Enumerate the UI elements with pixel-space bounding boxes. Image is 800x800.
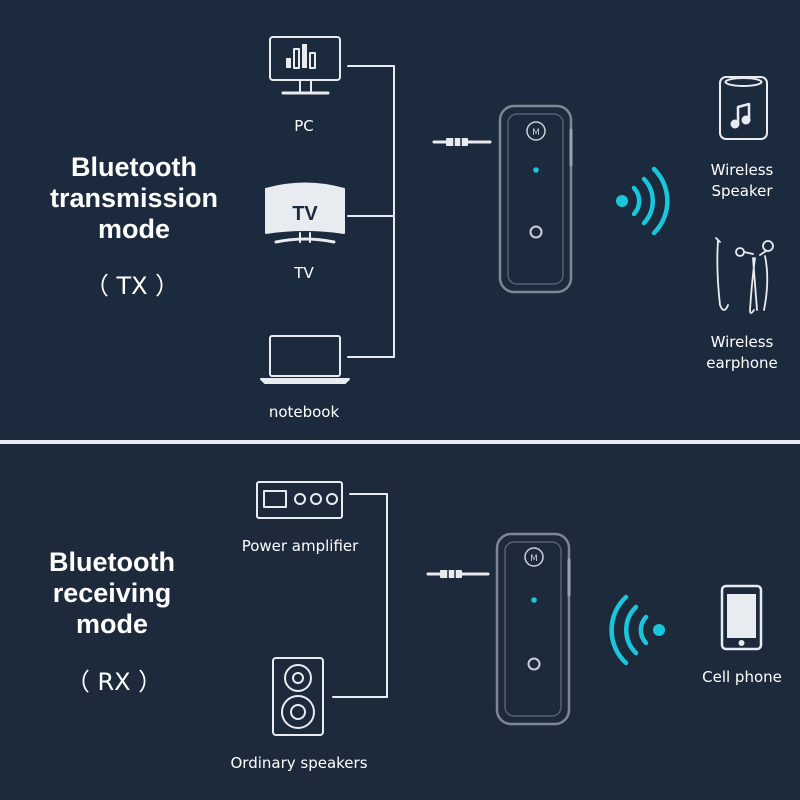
tx-panel: [0, 0, 800, 440]
target-label-cell-phone: Cell phone: [702, 668, 782, 686]
tx-bluetooth-device: [498, 104, 573, 294]
amplifier-icon: [256, 481, 343, 519]
source-label-notebook: notebook: [268, 403, 340, 421]
rx-signal-waves-icon: [609, 594, 665, 666]
rx-title-line-3: mode: [75, 609, 148, 639]
loudspeaker-icon: [272, 657, 324, 736]
target-label-speaker-line-1: Wireless: [710, 161, 774, 179]
target-label-wireless-earphone: Wireless earphone: [692, 332, 792, 374]
tv-icon: [265, 182, 345, 244]
rx-bluetooth-device: [495, 532, 571, 726]
speaker-music-icon: [719, 76, 768, 140]
cell-phone-icon: [720, 584, 763, 651]
tv-screen-text: TV: [292, 203, 318, 225]
target-label-earphone-line-1: Wireless: [710, 333, 774, 351]
tx-signal-waves-icon: [616, 166, 670, 236]
rx-mode-code: （ RX ）: [65, 668, 163, 696]
earphone-icon: [715, 237, 774, 314]
tx-title-line-2: transmission: [49, 183, 219, 213]
rx-title-line-1: Bluetooth: [49, 547, 175, 577]
rx-panel: [0, 444, 800, 800]
tx-connector-lines: [347, 65, 395, 358]
rx-connector-lines: [332, 493, 388, 698]
rx-mode-title: Bluetooth receiving mode: [0, 547, 232, 640]
section-divider: [0, 440, 800, 444]
rx-device-button-text: M: [530, 554, 538, 564]
tx-mode-code: （ TX ）: [84, 272, 180, 300]
target-label-speaker-line-2: Speaker: [711, 182, 773, 200]
source-label-tv: TV: [294, 264, 314, 282]
source-label-pc: PC: [294, 117, 314, 135]
source-label-power-amplifier: Power amplifier: [241, 537, 359, 555]
tx-title-line-3: mode: [97, 214, 170, 244]
tx-device-button-text: M: [532, 128, 540, 138]
laptop-icon: [260, 335, 350, 384]
target-label-earphone-line-2: earphone: [706, 354, 778, 372]
rx-audio-jack-icon: [426, 568, 490, 580]
tx-audio-jack-icon: [432, 136, 492, 148]
monitor-icon: [269, 36, 341, 95]
source-label-ordinary-speakers: Ordinary speakers: [230, 754, 368, 772]
target-label-wireless-speaker: Wireless Speaker: [692, 160, 792, 202]
tx-mode-title: Bluetooth transmission mode: [14, 152, 254, 245]
rx-title-line-2: receiving: [52, 578, 172, 608]
tx-title-line-1: Bluetooth: [71, 152, 197, 182]
